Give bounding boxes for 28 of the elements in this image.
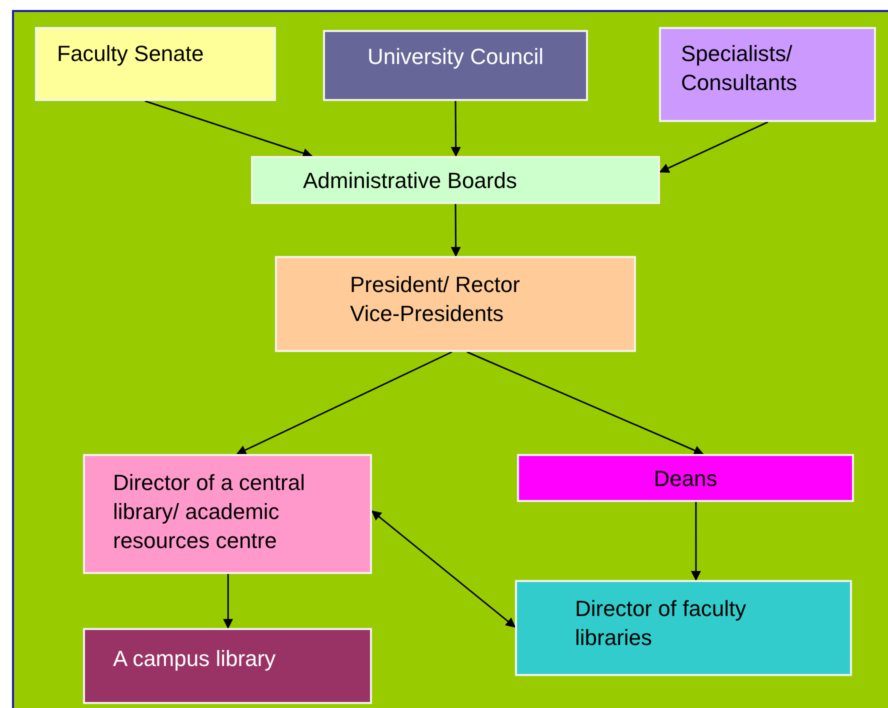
process-box xyxy=(323,30,588,101)
arrow xyxy=(690,502,701,581)
arrow xyxy=(144,100,313,158)
arrow xyxy=(223,574,234,629)
process-box xyxy=(515,580,852,676)
node-label: President/ Rector xyxy=(350,271,521,299)
process-box xyxy=(35,27,276,101)
arrow xyxy=(466,351,704,456)
process-box xyxy=(83,454,372,574)
node-label: Specialists/ Consultants xyxy=(681,40,798,97)
process-box xyxy=(251,156,660,204)
node-label: Vice-Presidents xyxy=(350,300,505,328)
node-label: Director of faculty libraries xyxy=(575,595,748,652)
node-label: Director of a central library/ academic resources centre xyxy=(113,469,306,555)
process-box xyxy=(275,256,636,352)
node-label: Deans xyxy=(654,464,718,492)
arrow xyxy=(236,351,452,455)
process-box xyxy=(83,628,372,704)
node-label: Faculty Senate xyxy=(57,40,205,68)
node-label: University Council xyxy=(367,43,544,71)
node-label: A campus library xyxy=(113,645,277,673)
process-box xyxy=(517,454,854,502)
arrow xyxy=(450,204,461,257)
process-box xyxy=(659,27,876,122)
node-label: Administrative Boards xyxy=(303,166,518,194)
arrow xyxy=(371,510,516,628)
arrow xyxy=(450,101,461,157)
arrow xyxy=(659,121,768,173)
